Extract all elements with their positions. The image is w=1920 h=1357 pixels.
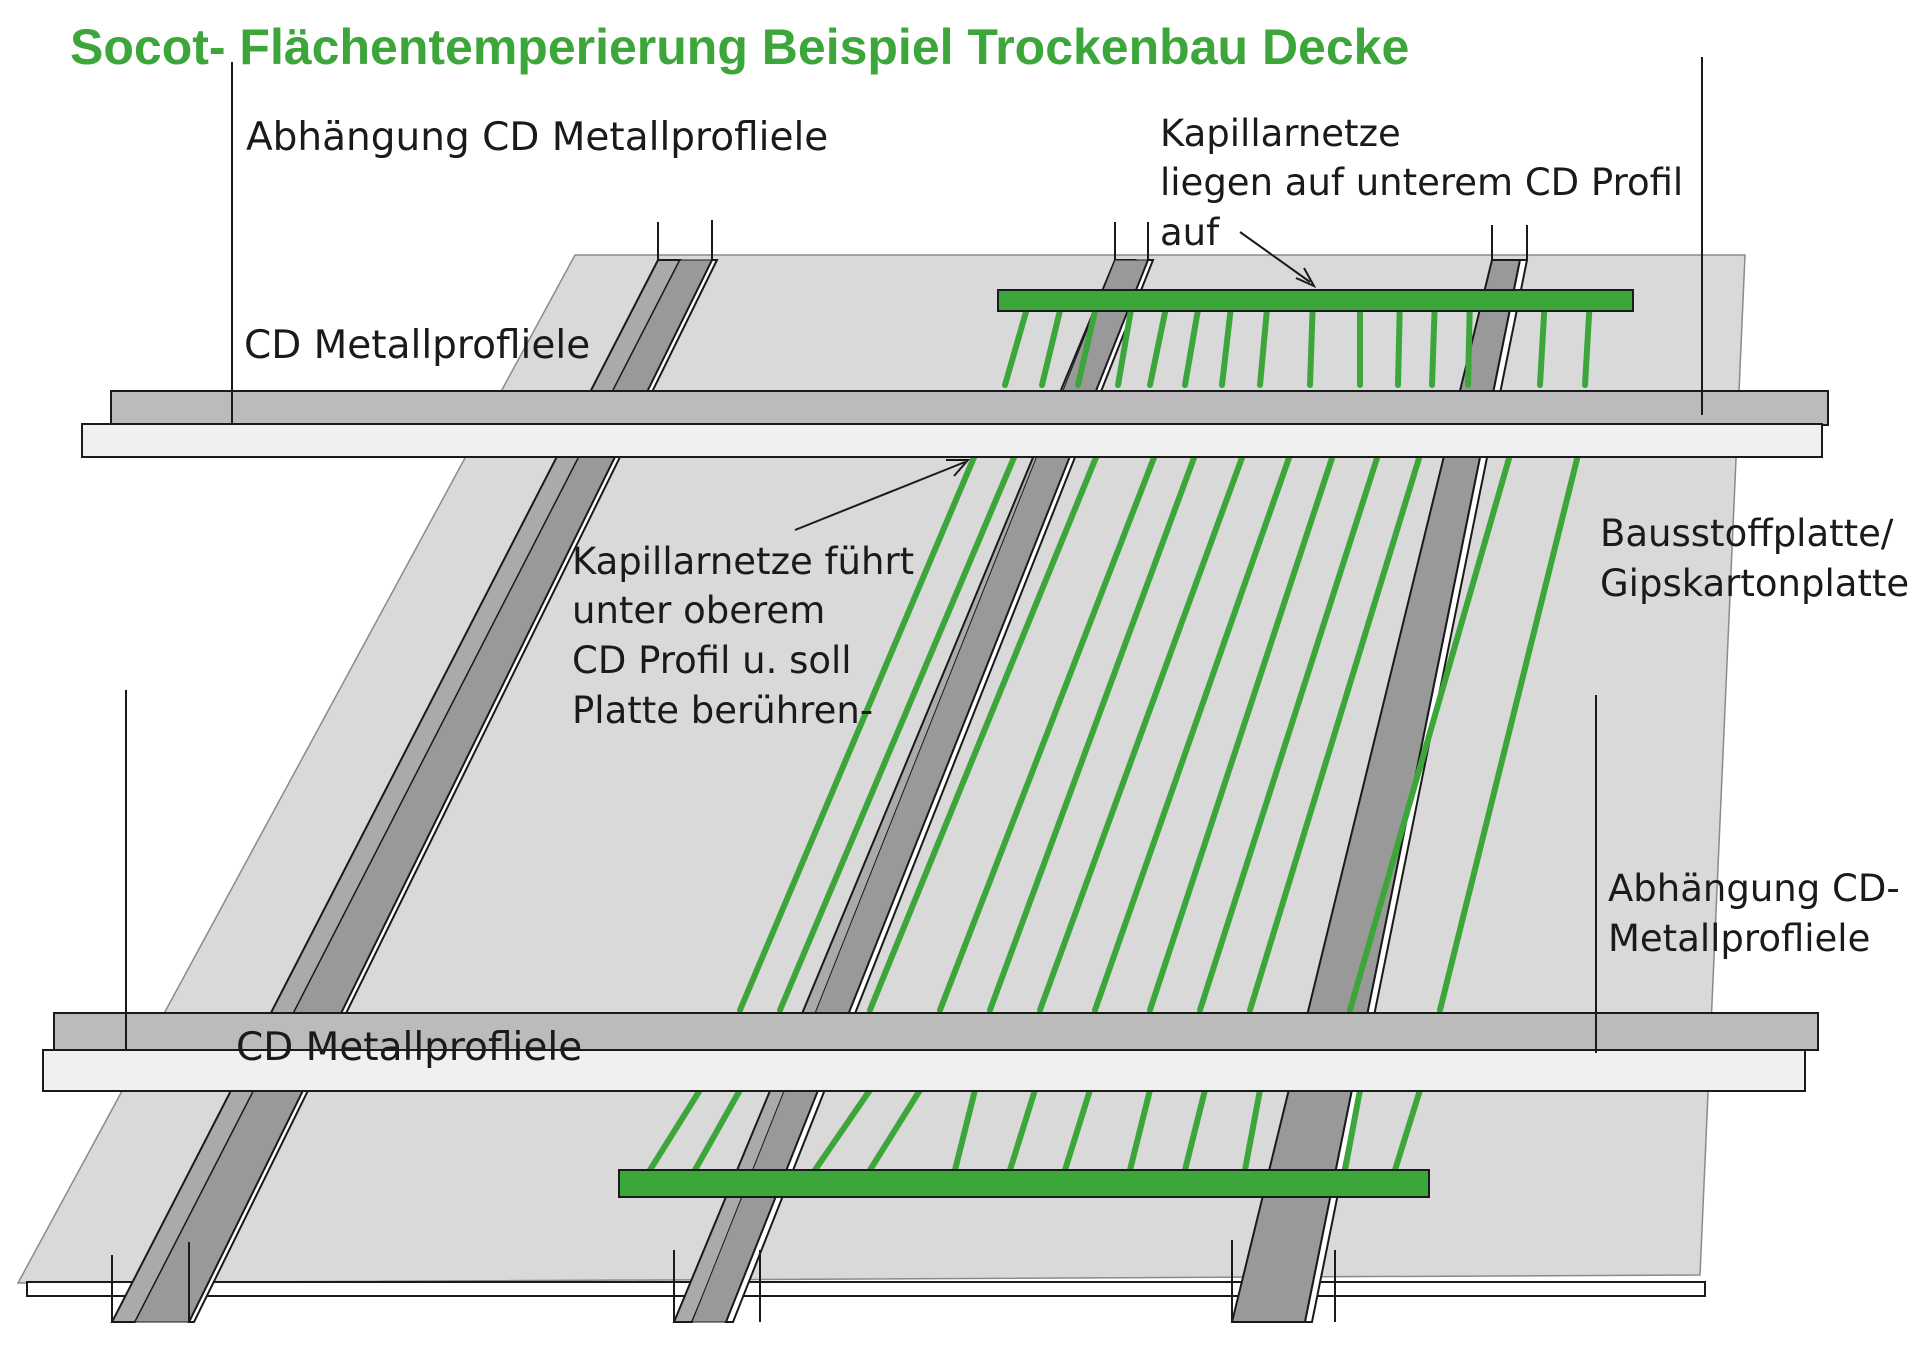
capillary-tubes (647, 295, 1593, 1173)
cd-rail-top (81, 390, 1829, 458)
cd-rail-bottom (42, 1012, 1819, 1092)
capillary-manifold-top (997, 289, 1634, 312)
label-board: Bausstoffplatte/ Gipskartonplatte (1600, 512, 1909, 605)
label-suspension-top: Abhängung CD Metallprofliele (246, 115, 828, 160)
suspension-wires (125, 57, 1703, 1053)
label-cd-profile-top: CD Metallprofliele (244, 323, 590, 368)
capillary-manifold-bottom (618, 1169, 1430, 1198)
label-cd-profile-bottom: CD Metallprofliele (236, 1025, 582, 1070)
label-suspension-bottom: Abhängung CD- Metallprofliele (1608, 867, 1911, 960)
label-capillary-top: Kapillarnetze liegen auf unterem CD Prof… (1160, 112, 1695, 254)
annotation-arrows (794, 231, 1317, 531)
label-capillary-middle: Kapillarnetze führt unter oberem CD Prof… (572, 540, 926, 732)
diagram-title: Socot- Flächentemperierung Beispiel Troc… (70, 19, 1409, 75)
